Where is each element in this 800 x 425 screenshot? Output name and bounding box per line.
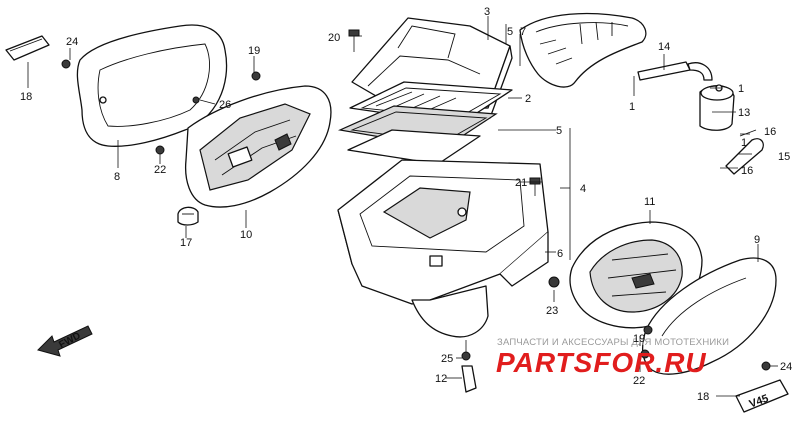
- callout-label: 24: [66, 36, 78, 48]
- screw-20: [348, 29, 360, 52]
- emblem-plate-left: [5, 35, 50, 61]
- callout-label: 22: [633, 375, 645, 387]
- callout-label: 23: [546, 305, 558, 317]
- callout-label: 8: [114, 171, 120, 183]
- air-cleaner-case: [337, 159, 549, 338]
- callout-label: 4: [580, 183, 586, 195]
- callout-label: 19: [633, 333, 645, 345]
- resonator-chamber: [699, 84, 735, 131]
- drain-plug: [461, 365, 477, 393]
- drain-tube: [725, 129, 764, 175]
- filter-element-lower: [337, 105, 498, 165]
- callout-label: 6: [557, 248, 563, 260]
- watermark-caption: ЗАПЧАСТИ И АКСЕССУАРЫ ДЛЯ МОТОТЕХНИКИ: [497, 337, 729, 348]
- callout-label: 24: [780, 361, 792, 373]
- callout-label: 15: [778, 151, 790, 163]
- callout-label: 16: [741, 165, 753, 177]
- callout-label: 12: [435, 373, 447, 385]
- callout-label: 3: [484, 6, 490, 18]
- callout-label: 25: [441, 353, 453, 365]
- leader-lines: [27, 16, 778, 397]
- callout-labels: 1 1 1 2 3 4 5 5 6 7 8 9 10 11 12 13 14 1…: [20, 6, 792, 403]
- callout-label: 7: [520, 26, 526, 38]
- callout-label: 26: [219, 99, 231, 111]
- callout-label: 9: [754, 234, 760, 246]
- callout-label: 5: [556, 125, 562, 137]
- breather-hose: [637, 61, 713, 81]
- callout-label: 22: [154, 164, 166, 176]
- callout-label: 18: [697, 391, 709, 403]
- callout-label: 1: [741, 137, 747, 149]
- watermark-logo: PARTSFOR.RU: [496, 347, 707, 378]
- callout-label: 14: [658, 41, 670, 53]
- callout-label: 18: [20, 91, 32, 103]
- callout-label: 17: [180, 237, 192, 249]
- callout-label: 10: [240, 229, 252, 241]
- grommets: [61, 59, 771, 393]
- callout-label: 5: [507, 26, 513, 38]
- right-side-cover: [641, 257, 777, 375]
- forward-arrow: FWD: [37, 325, 93, 357]
- callout-label: 13: [738, 107, 750, 119]
- callout-label: 21: [515, 177, 527, 189]
- left-air-case: [184, 85, 332, 208]
- callout-label: 11: [644, 196, 655, 208]
- callout-label: 1: [738, 83, 744, 95]
- callout-label: 2: [525, 93, 531, 105]
- clamp: [177, 206, 199, 226]
- callout-label: 1: [629, 101, 635, 113]
- watermark: ЗАПЧАСТИ И АКСЕССУАРЫ ДЛЯ МОТОТЕХНИКИ PA…: [496, 337, 729, 378]
- callout-label: 20: [328, 32, 340, 44]
- callout-label: 16: [764, 126, 776, 138]
- v45-emblem: V45: [735, 379, 789, 413]
- callout-label: 19: [248, 45, 260, 57]
- intake-duct: [519, 12, 647, 88]
- direction-label: FWD: [57, 330, 82, 350]
